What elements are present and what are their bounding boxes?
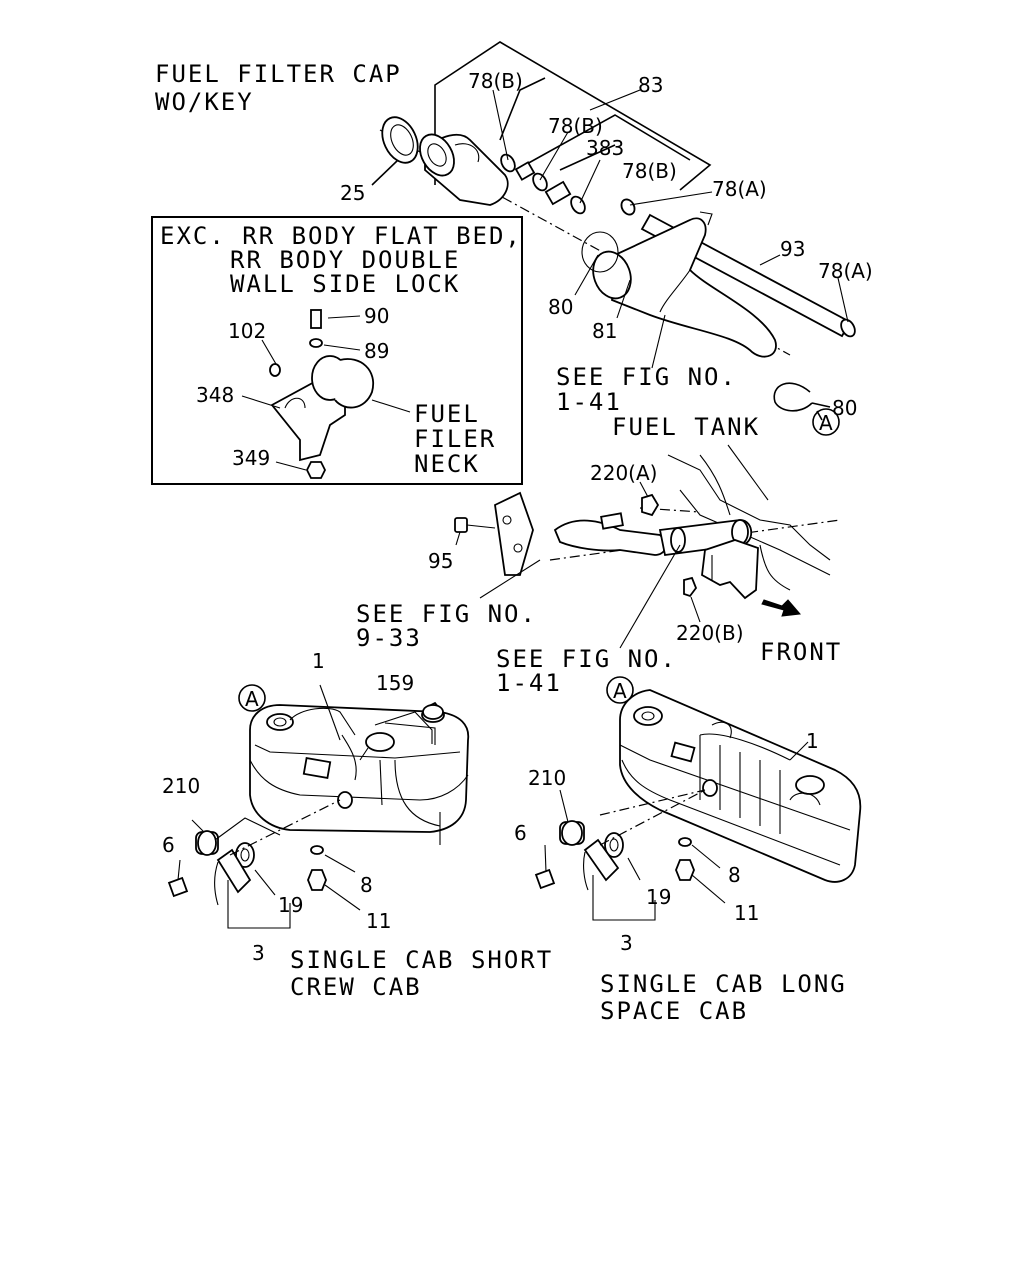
caption-fig-number-1-41-top: 1-41	[556, 388, 622, 416]
callout-93: 93	[780, 237, 805, 261]
caption-front: FRONT	[760, 638, 842, 666]
fuel-tank-short	[249, 704, 470, 845]
callout-78a-2: 78(A)	[818, 259, 873, 283]
caption-single-cab-long: SINGLE CAB LONG	[600, 970, 847, 998]
callout-19-long: 19	[646, 885, 671, 909]
callout-78b-1: 78(B)	[468, 69, 523, 93]
callout-83: 83	[638, 73, 663, 97]
tank-long-fittings	[534, 741, 809, 921]
callout-220b: 220(B)	[676, 621, 744, 645]
callout-81: 81	[592, 319, 617, 343]
filler-neck-pipe	[581, 211, 777, 358]
callout-90: 90	[364, 304, 389, 328]
filler-neck-assembly	[371, 41, 856, 421]
caption-exc-rr-body: EXC. RR BODY FLAT BED,	[160, 222, 522, 250]
caption-filer: FILER	[414, 425, 496, 453]
inset-box	[151, 216, 523, 485]
caption-fuel: FUEL	[414, 400, 480, 428]
callout-210-short: 210	[162, 774, 200, 798]
reference-circle-a-3	[606, 676, 634, 704]
callout-6-short: 6	[162, 833, 175, 857]
caption-single-cab-short: SINGLE CAB SHORT	[290, 946, 553, 974]
reference-circle-a-2	[238, 684, 266, 712]
callout-25: 25	[340, 181, 365, 205]
callout-95: 95	[428, 549, 453, 573]
grommet-159-part	[422, 704, 444, 720]
callout-159: 159	[376, 671, 414, 695]
tank-filler-routing	[454, 454, 841, 649]
caption-wo-key: WO/KEY	[155, 88, 254, 116]
clamp-78b-parts	[500, 153, 636, 216]
callout-78a-1: 78(A)	[712, 177, 767, 201]
callout-220a: 220(A)	[590, 461, 657, 485]
callout-8-long: 8	[728, 863, 741, 887]
caption-crew-cab: CREW CAB	[290, 973, 422, 1001]
callout-3-short: 3	[252, 941, 265, 965]
callout-78b-2: 78(B)	[548, 114, 603, 138]
caption-rr-body-double: RR BODY DOUBLE	[230, 246, 460, 274]
callout-80-2: 80	[832, 396, 857, 420]
reference-a-2: A	[245, 687, 259, 711]
callout-383: 383	[586, 136, 624, 160]
caption-fuel-filter-cap: FUEL FILTER CAP	[155, 60, 402, 88]
callout-89: 89	[364, 339, 389, 363]
caption-wall-side-lock: WALL SIDE LOCK	[230, 270, 460, 298]
caption-see-fig-1-41-top: SEE FIG NO.	[556, 363, 737, 391]
fuel-tank-long	[619, 689, 862, 883]
callout-80-1: 80	[548, 295, 573, 319]
callout-11-long: 11	[734, 901, 759, 925]
reference-circle-a-1	[812, 408, 840, 436]
callout-102: 102	[228, 319, 266, 343]
caption-fuel-tank: FUEL TANK	[612, 413, 760, 441]
caption-see-fig-9-33: SEE FIG NO.	[356, 600, 537, 628]
callout-78b-3: 78(B)	[622, 159, 677, 183]
callout-3-long: 3	[620, 931, 633, 955]
reference-a-1: A	[819, 411, 833, 435]
callout-11-short: 11	[366, 909, 391, 933]
caption-space-cab: SPACE CAB	[600, 997, 748, 1025]
callout-8-short: 8	[360, 873, 373, 897]
caption-neck: NECK	[414, 450, 480, 478]
reference-a-3: A	[613, 679, 627, 703]
callout-1-long: 1	[806, 729, 819, 753]
callout-210-long: 210	[528, 766, 566, 790]
filter-housing-part	[419, 133, 509, 206]
callout-6-long: 6	[514, 821, 527, 845]
callout-1-short: 1	[312, 649, 325, 673]
inset-bracket-assembly	[241, 309, 411, 479]
callout-19-short: 19	[278, 893, 303, 917]
filler-cap-part	[381, 116, 419, 164]
caption-fig-number-1-41-mid: 1-41	[496, 669, 562, 697]
callout-349: 349	[232, 446, 270, 470]
caption-see-fig-1-41-mid: SEE FIG NO.	[496, 645, 677, 673]
caption-fig-number-9-33: 9-33	[356, 624, 422, 652]
callout-348: 348	[196, 383, 234, 407]
